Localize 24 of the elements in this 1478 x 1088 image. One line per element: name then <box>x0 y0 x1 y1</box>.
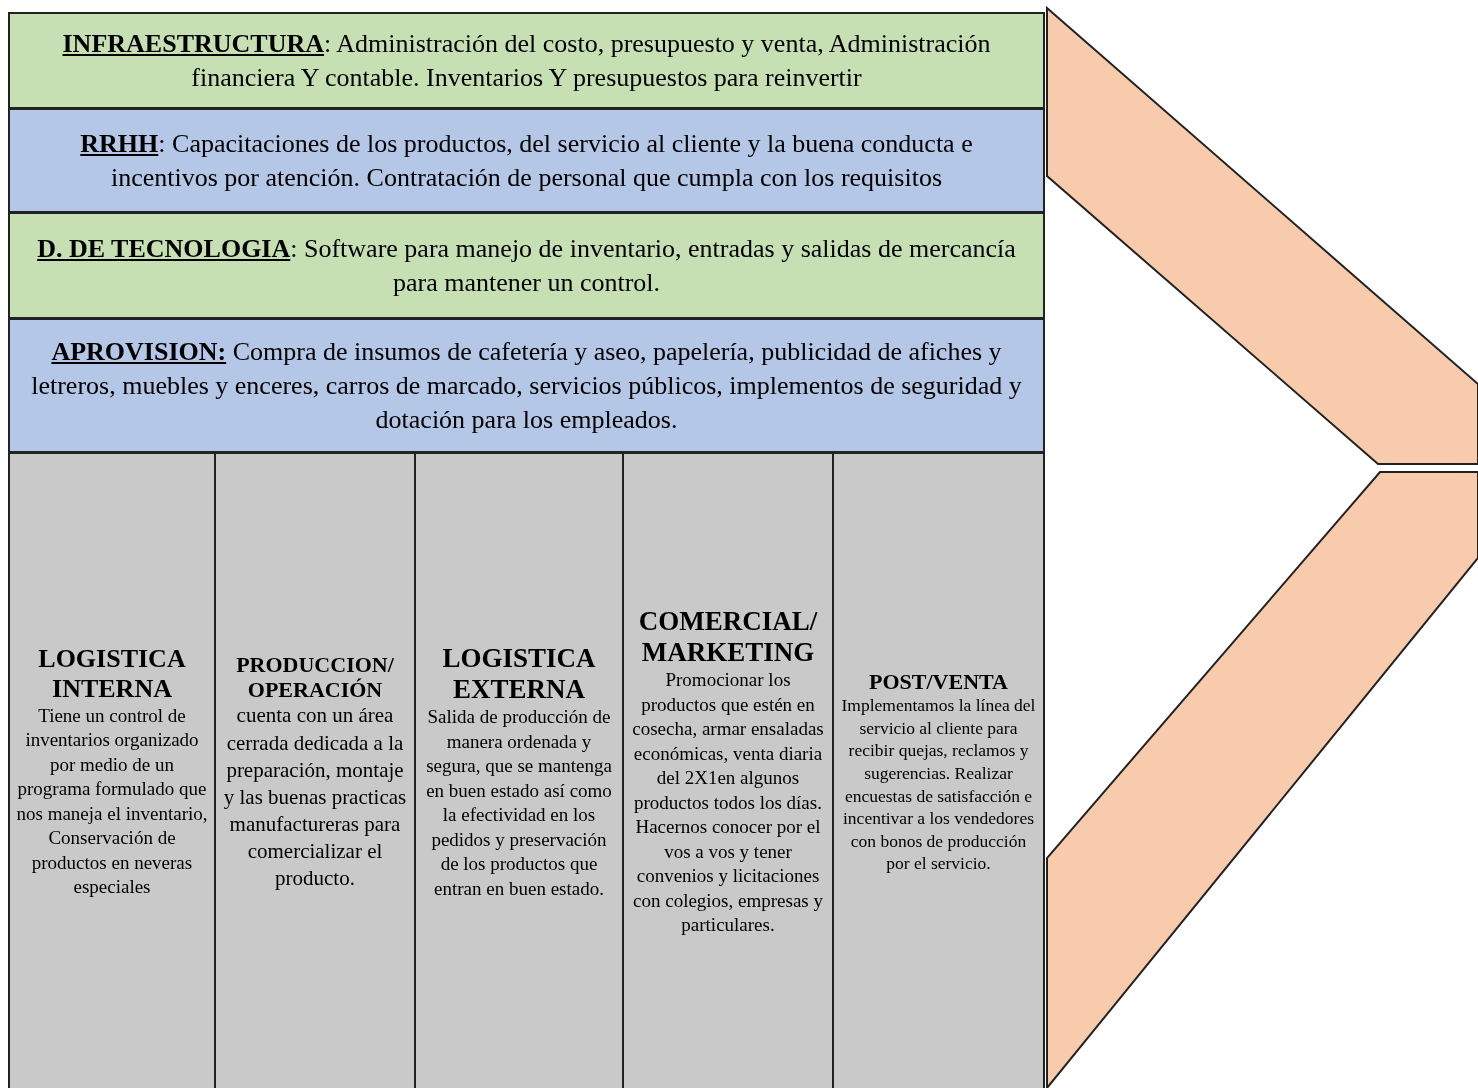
activity-description: Implementamos la línea del servicio al cliente para recibir quejas, reclamos y sugerencias. Realizar encuestas de satisfacción e incentivar a los vendedores con bonos de producción por el servicio. <box>840 694 1037 875</box>
support-activity-band <box>8 212 1045 319</box>
primary-activity-column <box>214 452 416 1088</box>
activity-heading: LOGISTICA EXTERNA <box>441 642 597 705</box>
activity-description: Salida de producción de manera ordenada y segura, que se mantenga en buen estado así como la efectividad en los pedidos y preservación de los productos que entran en buen estado. <box>425 705 613 901</box>
activity-heading: POST/VENTA <box>869 669 1008 695</box>
activity-description: D. DE TECNOLOGIA: Software para manejo de inventario, entradas y salidas de mercancía para mantener un control. <box>36 232 1017 299</box>
margin-chevron <box>1045 6 1478 1088</box>
primary-activity-column <box>832 452 1045 1088</box>
support-activity-band <box>8 108 1045 213</box>
support-activity-band <box>8 12 1045 109</box>
activity-description: APROVISION: Compra de insumos de cafetería y aseo, papelería, publicidad de afiches y letreros, muebles y enceres, carros de marcado, servicios públicos, implementos de seguridad y dotación para los empleados. <box>30 335 1023 436</box>
primary-activity-column <box>414 452 624 1088</box>
primary-activity-column <box>8 452 216 1088</box>
activity-description: Promocionar los productos que estén en cosecha, armar ensaladas económicas, venta diaria del 2X1en algunos productos todos los días. Hacernos conocer por el vos a vos y tener convenios y licitaciones con colegios, empresas y particulares. <box>631 668 825 938</box>
activity-description: Tiene un control de inventarios organizado por medio de un programa formulado que nos maneja el inventario, Conservación de productos en neveras especiales <box>16 703 208 900</box>
activity-description: RRHH: Capacitaciones de los productos, del servicio al cliente y la buena conducta e incentivos por atención. Contratación de personal que cumpla con los requisitos <box>79 127 974 194</box>
activity-description: cuenta con un área cerrada dedicada a la preparación, montaje y las buenas practicas manufactureras para comercializar el producto. <box>222 702 408 893</box>
activity-heading: LOGISTICA INTERNA <box>37 644 187 704</box>
support-activity-band <box>8 318 1045 453</box>
activity-heading: PRODUCCION/ OPERACIÓN <box>235 651 395 703</box>
activity-heading: COMERCIAL/MARKETING <box>637 606 819 669</box>
activity-description: INFRAESTRUCTURA: Administración del costo, presupuesto y venta, Administración financiera Y contable. Inventarios Y presupuestos para reinvertir <box>61 27 992 94</box>
primary-activity-column <box>622 452 834 1088</box>
